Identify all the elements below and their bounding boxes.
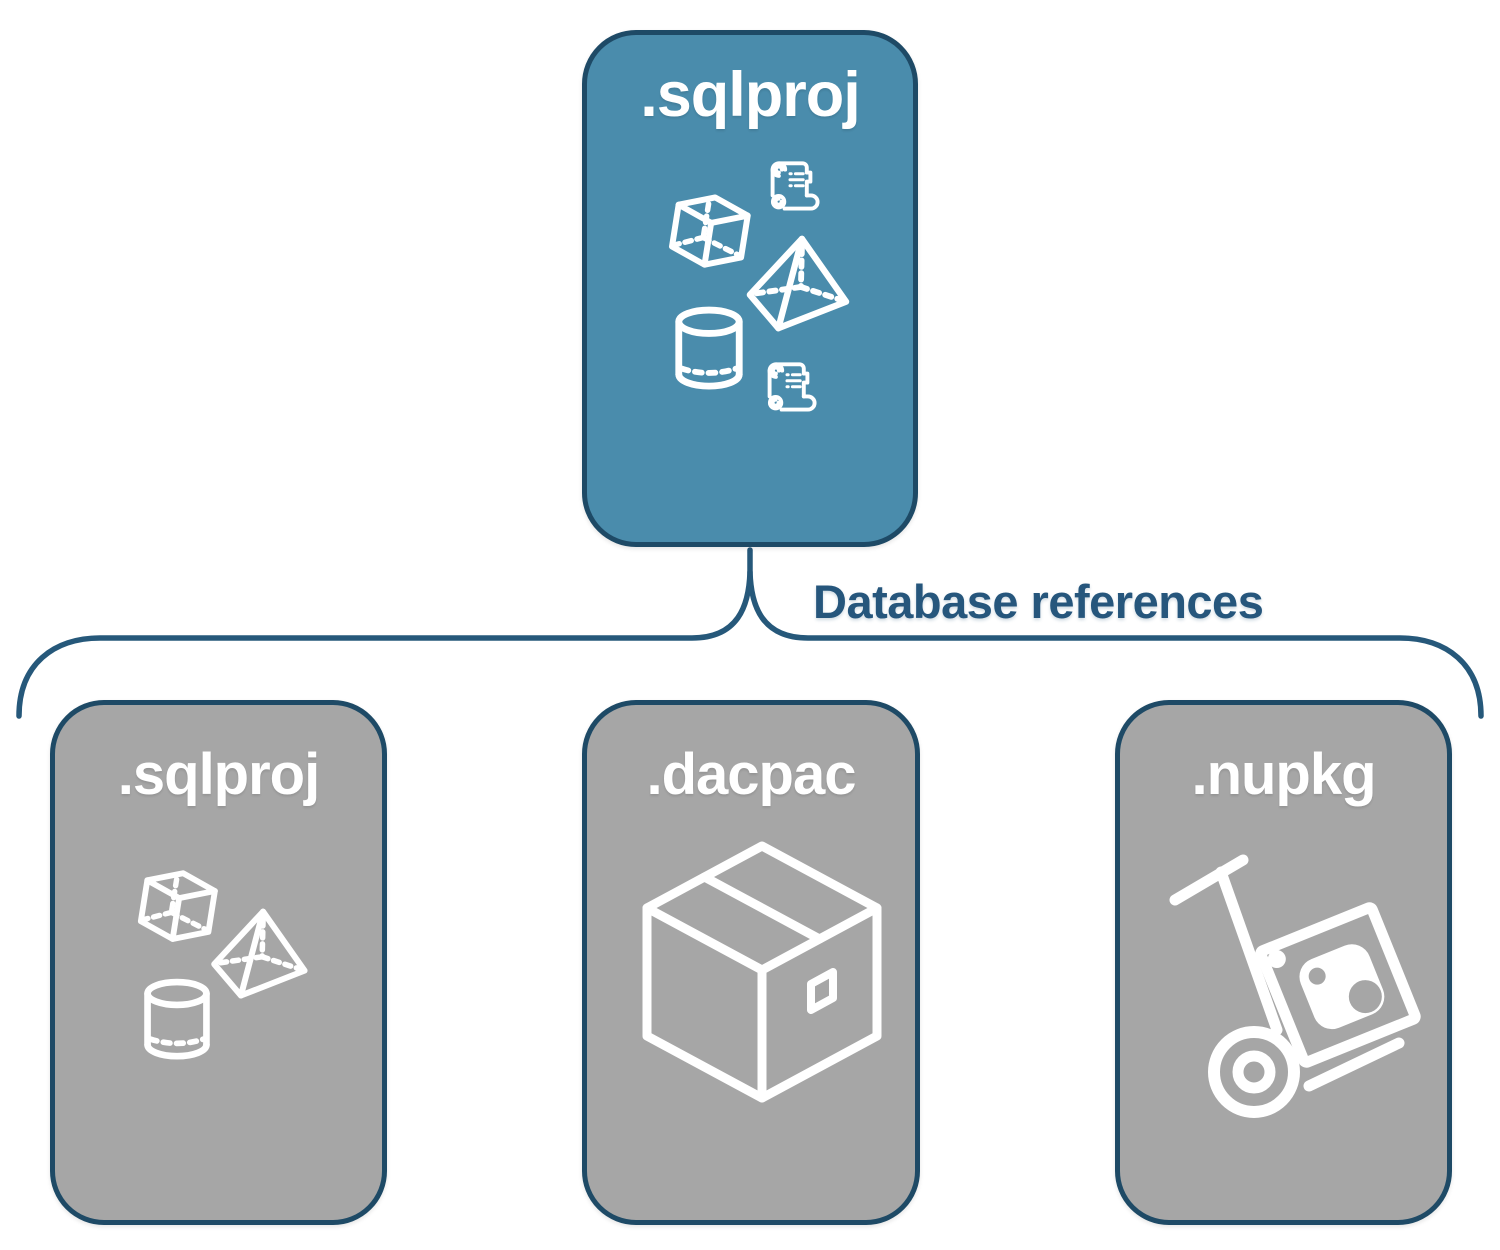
node-sqlproj-root: .sqlproj bbox=[582, 30, 918, 547]
scroll-icon bbox=[763, 160, 823, 220]
node-label: .sqlproj bbox=[117, 742, 320, 807]
node-sqlproj-child: .sqlproj bbox=[50, 700, 387, 1225]
cylinder-3d-icon bbox=[670, 306, 748, 396]
node-label: .dacpac bbox=[646, 742, 857, 807]
pyramid-3d-icon bbox=[740, 233, 853, 336]
edge-label: Database references bbox=[813, 575, 1264, 628]
cylinder-3d-icon bbox=[139, 978, 215, 1066]
pyramid-3d-icon bbox=[205, 906, 311, 1003]
node-label: .sqlproj bbox=[640, 60, 861, 130]
hand-truck-package-icon bbox=[1163, 850, 1433, 1130]
package-box-icon bbox=[637, 838, 887, 1128]
scroll-icon bbox=[760, 361, 820, 421]
node-label: .nupkg bbox=[1191, 742, 1376, 807]
